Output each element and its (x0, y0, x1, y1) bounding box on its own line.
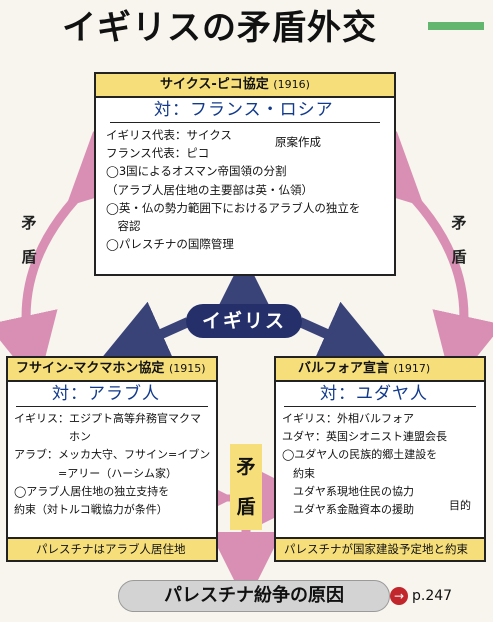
sykes-bracket-note: 原案作成 (275, 135, 321, 149)
page-title: イギリスの矛盾外交 (62, 8, 377, 48)
contradiction-left-char-2: 盾 (21, 248, 37, 266)
husayn-mcmahon-box: フサイン-マクマホン協定 (1915) 対：アラブ人 イギリス：エジプト高等弁務… (6, 356, 218, 562)
balfour-line-6: ユダヤ系金融資本の援助 (282, 503, 414, 517)
balfour-line-2: ユダヤ：英国シオニスト連盟会長 (282, 430, 447, 444)
sykes-line-3: ◯3国によるオスマン帝国領の分割 (106, 164, 287, 179)
sykes-picot-opponent: 対：フランス・ロシア (110, 98, 380, 123)
contradiction-center-char-2: 盾 (236, 496, 256, 518)
sykes-picot-box: サイクス-ピコ協定 (1916) 対：フランス・ロシア イギリス代表：サイクス … (94, 72, 396, 276)
contradiction-right-char-1: 矛 (451, 214, 467, 232)
balfour-bracket-note: 目的 (449, 499, 471, 512)
contradiction-right-char-2: 盾 (451, 248, 467, 266)
husayn-line-3: アラブ：メッカ大守、フサイン=イブン (14, 448, 211, 462)
husayn-line-1: イギリス：エジプト高等弁務官マクマ (14, 412, 201, 425)
sykes-line-2: フランス代表：ピコ (106, 146, 210, 161)
sykes-line-7: ◯パレスチナの国際管理 (106, 237, 234, 252)
sykes-picot-year: (1916) (273, 78, 310, 91)
contradiction-label-center: 矛 盾 (230, 444, 262, 530)
sykes-picot-heading: サイクス-ピコ協定 (1916) (96, 74, 394, 98)
contradiction-left-char-1: 矛 (21, 214, 37, 232)
husayn-mcmahon-title: フサイン-マクマホン協定 (16, 361, 165, 376)
contradiction-center-char-1: 矛 (236, 456, 256, 478)
page-reference[interactable]: →p.247 (390, 583, 486, 609)
britain-label: イギリス (186, 304, 302, 338)
balfour-box: バルフォア宣言 (1917) 対：ユダヤ人 イギリス：外相バルフォア ユダヤ：英… (274, 356, 486, 562)
sykes-line-5: ◯英・仏の勢力範囲下におけるアラブ人の独立を (106, 200, 361, 215)
contradiction-arrow-left (0, 131, 143, 388)
title-accent-bar (428, 22, 484, 30)
balfour-year: (1917) (393, 362, 431, 375)
husayn-mcmahon-body: イギリス：エジプト高等弁務官マクマ ホン アラブ：メッカ大守、フサイン=イブン … (8, 407, 216, 519)
sykes-line-6: 容認 (106, 219, 141, 234)
britain-arrow-left (98, 301, 191, 366)
husayn-mcmahon-footer: パレスチナはアラブ人居住地 (8, 537, 216, 560)
husayn-mcmahon-heading: フサイン-マクマホン協定 (1915) (8, 358, 216, 382)
balfour-body: イギリス：外相バルフォア ユダヤ：英国シオニスト連盟会長 ◯ユダヤ人の民族的郷土… (276, 407, 484, 519)
balfour-heading: バルフォア宣言 (1917) (276, 358, 484, 382)
balfour-footer: パレスチナが国家建設予定地と約束 (276, 537, 484, 560)
page-reference-text: p.247 (412, 588, 453, 604)
sykes-line-4: （アラブ人居住地の主要部は英・仏領） (106, 182, 313, 197)
contradiction-arrow-right (347, 131, 493, 388)
husayn-line-4: =アリー（ハーシム家） (14, 466, 177, 480)
husayn-line-2: ホン (14, 430, 91, 444)
balfour-line-1: イギリス：外相バルフォア (282, 412, 414, 425)
arrow-right-icon: → (390, 587, 408, 605)
husayn-mcmahon-opponent: 対：アラブ人 (16, 382, 208, 407)
husayn-line-5: ◯アラブ人居住地の独立支持を (14, 484, 170, 498)
contradiction-label-right: 矛 盾 (446, 206, 472, 274)
balfour-line-4: 約束 (282, 466, 315, 480)
balfour-opponent: 対：ユダヤ人 (284, 382, 476, 407)
husayn-mcmahon-year: (1915) (168, 362, 206, 375)
palestine-conflict-cause: パレスチナ紛争の原因 (118, 580, 390, 612)
contradiction-label-left: 矛 盾 (16, 206, 42, 274)
sykes-picot-body: イギリス代表：サイクス フランス代表：ピコ ◯3国によるオスマン帝国領の分割 （… (96, 123, 394, 253)
balfour-title: バルフォア宣言 (298, 361, 390, 376)
sykes-picot-title: サイクス-ピコ協定 (160, 77, 269, 92)
balfour-line-3: ◯ユダヤ人の民族的郷土建設を (282, 448, 438, 462)
husayn-line-6: 約束（対トルコ戦協力が条件） (14, 503, 168, 517)
britain-arrow-right (297, 301, 390, 366)
balfour-line-5: ユダヤ系現地住民の協力 (282, 484, 414, 498)
sykes-line-1: イギリス代表：サイクス (106, 128, 232, 142)
